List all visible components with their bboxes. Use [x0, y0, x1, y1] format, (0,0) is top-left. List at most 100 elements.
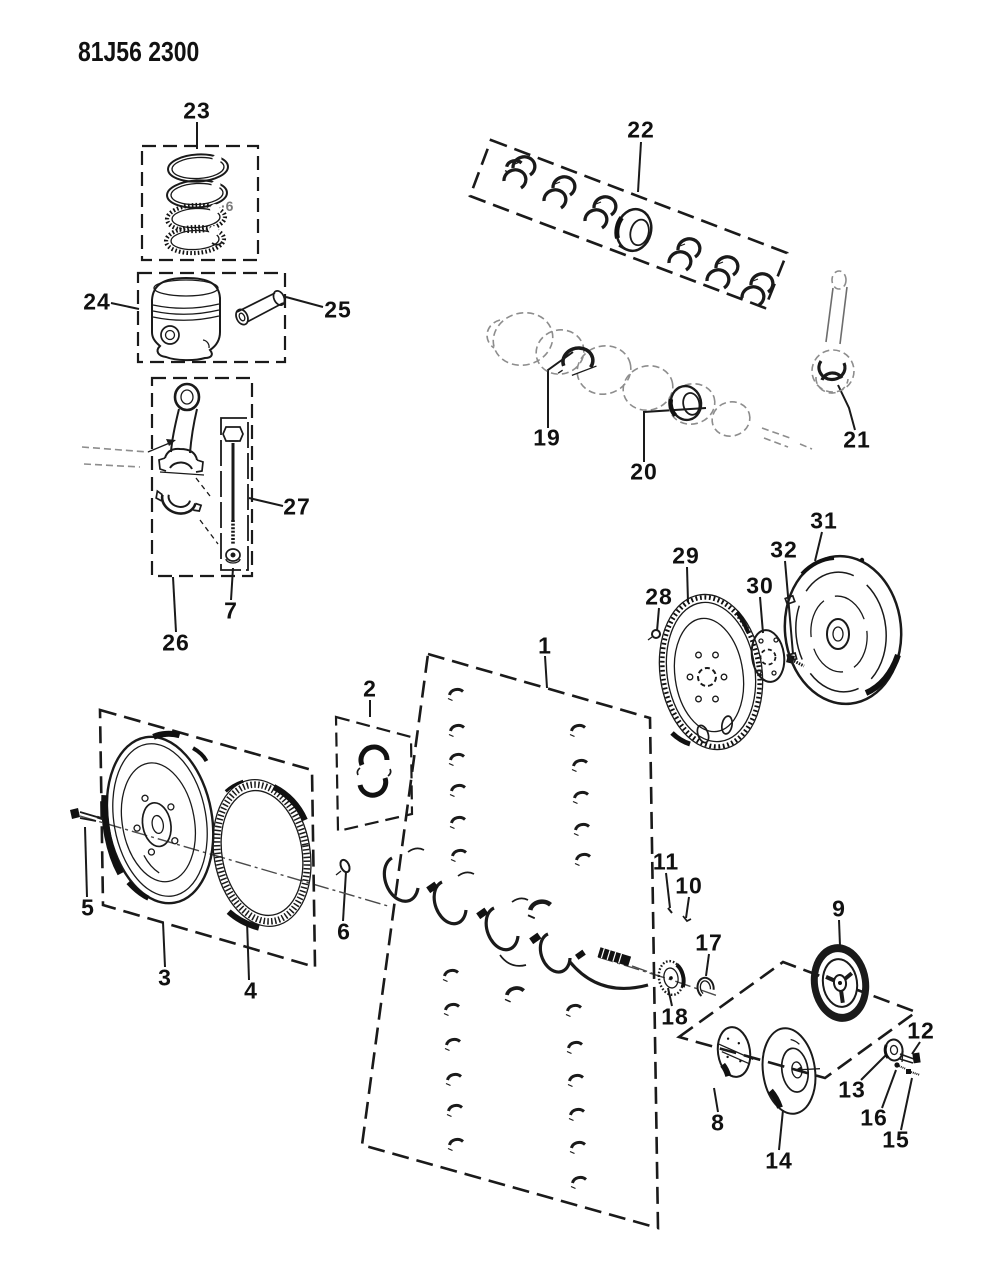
ring-gear-4: [212, 778, 312, 931]
dowel-pin-28: [647, 629, 661, 641]
callout-19: 19: [533, 424, 561, 451]
callout-16: 16: [860, 1104, 888, 1131]
piston-rings-box: [140, 144, 260, 262]
piston-ring-2: [166, 179, 228, 209]
bearing-shell: [564, 1003, 583, 1018]
crank-pulley-14: [761, 1027, 821, 1115]
callout-24: 24: [83, 288, 111, 315]
crank-kit-box: [335, 652, 660, 1230]
bearing-shell: [447, 752, 466, 767]
screw-16: [894, 1062, 907, 1070]
callout-12: 12: [907, 1017, 935, 1044]
pulley-hub-8: [716, 1026, 754, 1078]
pin-11: [667, 907, 673, 914]
bearing-shell: [571, 790, 590, 805]
screw-15: [906, 1069, 921, 1076]
piston-ring-1: [167, 153, 229, 183]
callout-22: 22: [627, 116, 655, 143]
callout-3: 3: [158, 964, 172, 991]
rod-bolt-box: [220, 417, 249, 571]
rings-box-mark: ·6: [221, 198, 234, 214]
callout-11: 11: [652, 848, 680, 875]
bearing-shell: [568, 1140, 587, 1155]
damper-bolt-12: [899, 1050, 921, 1064]
rod-bearing-19: [557, 346, 597, 376]
bearing-shell: [446, 1137, 465, 1152]
piston: [151, 276, 221, 362]
connecting-rod: [155, 382, 219, 545]
bearing-shell: [565, 1040, 584, 1055]
flywheel-box: [70, 708, 317, 969]
callout-13: 13: [838, 1076, 866, 1103]
crankshaft-1: [382, 847, 649, 990]
callout-4: 4: [244, 977, 258, 1004]
slinger-washer-17: [696, 976, 715, 997]
callout-29: 29: [672, 542, 700, 569]
callout-6: 6: [337, 918, 351, 945]
callout-2: 2: [363, 675, 377, 702]
bearing-pair: [542, 175, 577, 210]
bearing-shell: [449, 848, 468, 863]
bearing-shell: [568, 723, 587, 738]
callout-27: 27: [283, 493, 311, 520]
callout-15: 15: [882, 1126, 910, 1153]
rod-phantom-pointer: [81, 439, 176, 468]
bearing-shell: [445, 1103, 464, 1118]
bearing-shell: [443, 1037, 462, 1052]
drawing-number: 81J56 2300: [78, 36, 200, 67]
oil-ring-1: [164, 202, 228, 234]
callout-31: 31: [810, 507, 838, 534]
callout-7: 7: [224, 597, 238, 624]
connecting-rod-box: [81, 376, 254, 578]
vibration-damper-9: [810, 944, 870, 1022]
bearing-shell: [441, 968, 460, 983]
main-bearing-set-box: [468, 138, 789, 310]
bearing-shell: [448, 783, 467, 798]
bearing-shell: [448, 815, 467, 830]
callout-21: 21: [843, 426, 871, 453]
callout-5: 5: [81, 894, 95, 921]
bearing-shell: [528, 902, 551, 919]
bearing-pair: [740, 272, 775, 307]
bearing-shell: [566, 1073, 585, 1088]
callout-9: 9: [832, 895, 846, 922]
bearing-shell: [573, 852, 592, 867]
callout-23: 23: [183, 97, 211, 124]
bearing-pair: [705, 255, 740, 290]
bearing-pair: [583, 195, 618, 230]
damper-group-box: [657, 907, 921, 1115]
callout-20: 20: [630, 458, 658, 485]
flexplate-29: [658, 593, 764, 751]
timing-sprocket-18: [657, 959, 686, 997]
bearing-shell: [503, 986, 526, 1004]
woodruff-key-6: [335, 858, 351, 876]
thrust-washers: [356, 744, 392, 798]
flexplate-group: [647, 554, 903, 751]
callout-28: 28: [645, 583, 673, 610]
thrust-washer-box: [334, 715, 414, 833]
connecting-rod-21: [811, 270, 855, 394]
key-10: [682, 915, 692, 923]
washer-13: [883, 1038, 904, 1062]
callout-32: 32: [770, 536, 798, 563]
callout-10: 10: [675, 872, 703, 899]
rod-bolt: [222, 426, 244, 564]
bearing-shell: [442, 1002, 461, 1017]
flywheel-3: [101, 730, 215, 905]
piston-pin: [235, 290, 286, 326]
bearing-shell: [567, 1107, 586, 1122]
callout-17: 17: [695, 929, 723, 956]
thrust-main-bearing: [614, 207, 653, 253]
bearing-shell: [569, 1175, 588, 1190]
rod-bearing-20: [668, 384, 703, 422]
crankshaft-phantom: [486, 270, 855, 450]
spacer-plate-30: [750, 629, 786, 683]
piston-box: [136, 271, 287, 364]
callout-26: 26: [162, 629, 190, 656]
callout-8: 8: [711, 1109, 725, 1136]
torque-converter-31: [783, 554, 903, 706]
callout-14: 14: [765, 1147, 793, 1174]
callout-1: 1: [538, 632, 552, 659]
